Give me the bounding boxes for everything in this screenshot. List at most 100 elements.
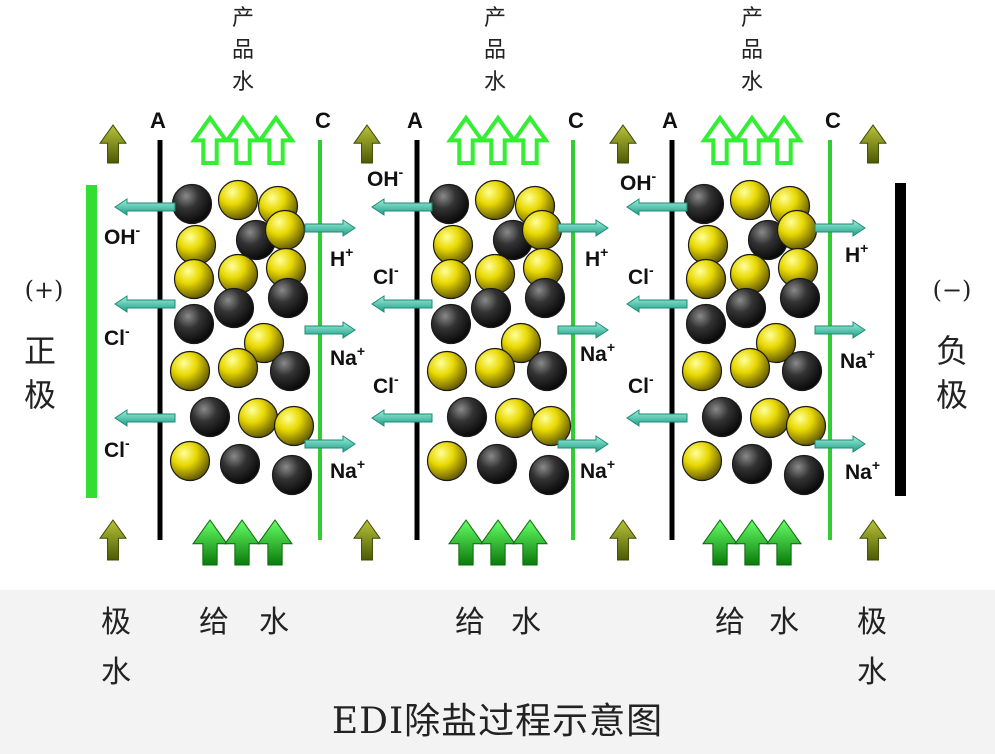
cation-membrane-1 (318, 140, 322, 540)
cathode-polarity: (−) (933, 276, 972, 304)
membrane-label-anion-2: A (407, 108, 423, 133)
feed-water-arrow-3-3 (766, 519, 802, 566)
ion-label-right-1-2: Na+ (330, 343, 365, 370)
ion-arrow-right-1-1 (304, 219, 356, 237)
dark-resin-bead-2-17 (446, 396, 488, 438)
ion-label-right-3-3: Na+ (845, 457, 880, 484)
yellow-resin-bead-2-7 (430, 258, 472, 300)
feed-water-char-2-1: 给 (455, 605, 485, 640)
yellow-resin-bead-2-2 (474, 179, 516, 221)
dark-resin-bead-3-22 (783, 454, 825, 496)
yellow-resin-bead-1-2 (217, 179, 259, 221)
feed-water-char-1-2: 水 (259, 605, 289, 640)
ion-arrow-left-3-3 (626, 409, 688, 427)
ion-label-left-2-2: Cl- (373, 262, 399, 289)
dark-resin-bead-3-21 (731, 443, 773, 485)
yellow-resin-bead-1-20 (169, 440, 211, 482)
ion-arrow-left-1-1 (114, 198, 176, 216)
cathode-electrode (895, 183, 906, 496)
feed-water-arrow-1-3 (257, 519, 293, 566)
dark-resin-bead-2-10 (470, 287, 512, 329)
product-water-char-2-1: 产 (484, 6, 506, 31)
yellow-resin-bead-2-20 (426, 440, 468, 482)
feed-water-arrow-3-2 (734, 519, 770, 566)
anion-membrane-3 (669, 140, 675, 540)
dark-resin-bead-1-12 (173, 303, 215, 345)
yellow-resin-bead-3-15 (729, 347, 771, 389)
yellow-resin-bead-1-8 (217, 253, 259, 295)
yellow-resin-bead-1-18 (237, 397, 279, 439)
cation-membrane-2 (571, 140, 575, 540)
ion-label-left-3-2: Cl- (628, 262, 654, 289)
feed-water-arrow-3-1 (702, 519, 738, 566)
yellow-resin-bead-1-7 (173, 258, 215, 300)
olive-arrow-top-1 (99, 124, 127, 164)
product-water-char-1-2: 品 (232, 38, 254, 63)
ion-label-left-1-3: Cl- (104, 435, 130, 462)
olive-arrow-bottom-1 (99, 519, 127, 561)
feed-water-char-3-2: 水 (769, 605, 799, 640)
dark-resin-bead-2-16 (526, 350, 568, 392)
ion-label-right-3-1: H+ (845, 240, 868, 267)
ion-arrow-right-3-2 (814, 321, 866, 339)
membrane-label-anion-3: A (662, 108, 678, 133)
yellow-resin-bead-3-19 (785, 405, 827, 447)
product-water-char-2-2: 品 (484, 38, 506, 63)
yellow-resin-bead-1-15 (217, 347, 259, 389)
product-water-arrow-3-3 (764, 114, 804, 165)
product-water-char-1-1: 产 (232, 6, 254, 31)
ion-arrow-left-2-2 (371, 295, 433, 313)
feed-water-char-3-1: 给 (715, 605, 745, 640)
ion-label-left-3-3: Cl- (628, 371, 654, 398)
ion-label-left-1-1: OH- (104, 222, 141, 249)
yellow-resin-bead-2-8 (474, 253, 516, 295)
ion-arrow-left-2-3 (371, 409, 433, 427)
yellow-resin-bead-1-19 (273, 405, 315, 447)
yellow-resin-bead-3-7 (685, 258, 727, 300)
electrode-water-char-1-2: 水 (101, 655, 131, 690)
olive-arrow-bottom-2 (353, 519, 381, 561)
dark-resin-bead-3-10 (725, 287, 767, 329)
ion-arrow-right-2-2 (557, 321, 609, 339)
product-water-arrow-2-3 (510, 114, 550, 165)
background-layer (0, 590, 995, 754)
yellow-resin-bead-2-18 (494, 397, 536, 439)
dark-resin-bead-1-22 (271, 454, 313, 496)
feed-water-arrow-1-2 (224, 519, 260, 566)
dark-resin-bead-2-11 (524, 277, 566, 319)
dark-resin-bead-3-16 (781, 350, 823, 392)
yellow-resin-bead-3-8 (729, 253, 771, 295)
ion-arrow-right-1-2 (304, 321, 356, 339)
dark-resin-bead-1-17 (189, 396, 231, 438)
product-water-arrow-1-1 (190, 114, 230, 165)
olive-arrow-top-4 (859, 124, 887, 164)
dark-resin-bead-1-11 (267, 277, 309, 319)
dark-resin-bead-2-22 (528, 454, 570, 496)
feed-water-arrow-2-3 (512, 519, 548, 566)
yellow-resin-bead-3-6 (776, 209, 818, 251)
dark-resin-bead-2-21 (476, 443, 518, 485)
ion-label-left-2-3: Cl- (373, 371, 399, 398)
text-labels: OH-Cl-Cl-H+Na+Na+OH-Cl-Cl-H+Na+Na+OH-Cl-… (24, 6, 971, 690)
ion-arrow-left-1-2 (114, 295, 176, 313)
anion-membrane-1 (157, 140, 163, 540)
ion-label-right-1-3: Na+ (330, 456, 365, 483)
electrode-water-char-2-2: 水 (857, 655, 887, 690)
ion-label-left-3-1: OH- (620, 168, 657, 195)
cathode-name-char-2: 极 (936, 376, 968, 414)
cation-membrane-3 (828, 140, 832, 540)
product-water-arrow-2-2 (478, 114, 518, 165)
ion-arrow-left-2-1 (371, 198, 433, 216)
lower-background (0, 590, 995, 754)
ion-label-right-2-1: H+ (585, 244, 608, 271)
yellow-resin-bead-3-4 (687, 224, 729, 266)
product-water-char-1-3: 水 (232, 70, 254, 95)
electrode-water-char-1-1: 极 (101, 605, 131, 640)
product-water-arrow-3-2 (732, 114, 772, 165)
membrane-label-anion-1: A (150, 108, 166, 133)
dark-resin-bead-3-11 (779, 277, 821, 319)
yellow-resin-bead-3-18 (749, 397, 791, 439)
ion-label-right-2-3: Na+ (580, 456, 615, 483)
dark-resin-bead-2-1 (428, 183, 470, 225)
